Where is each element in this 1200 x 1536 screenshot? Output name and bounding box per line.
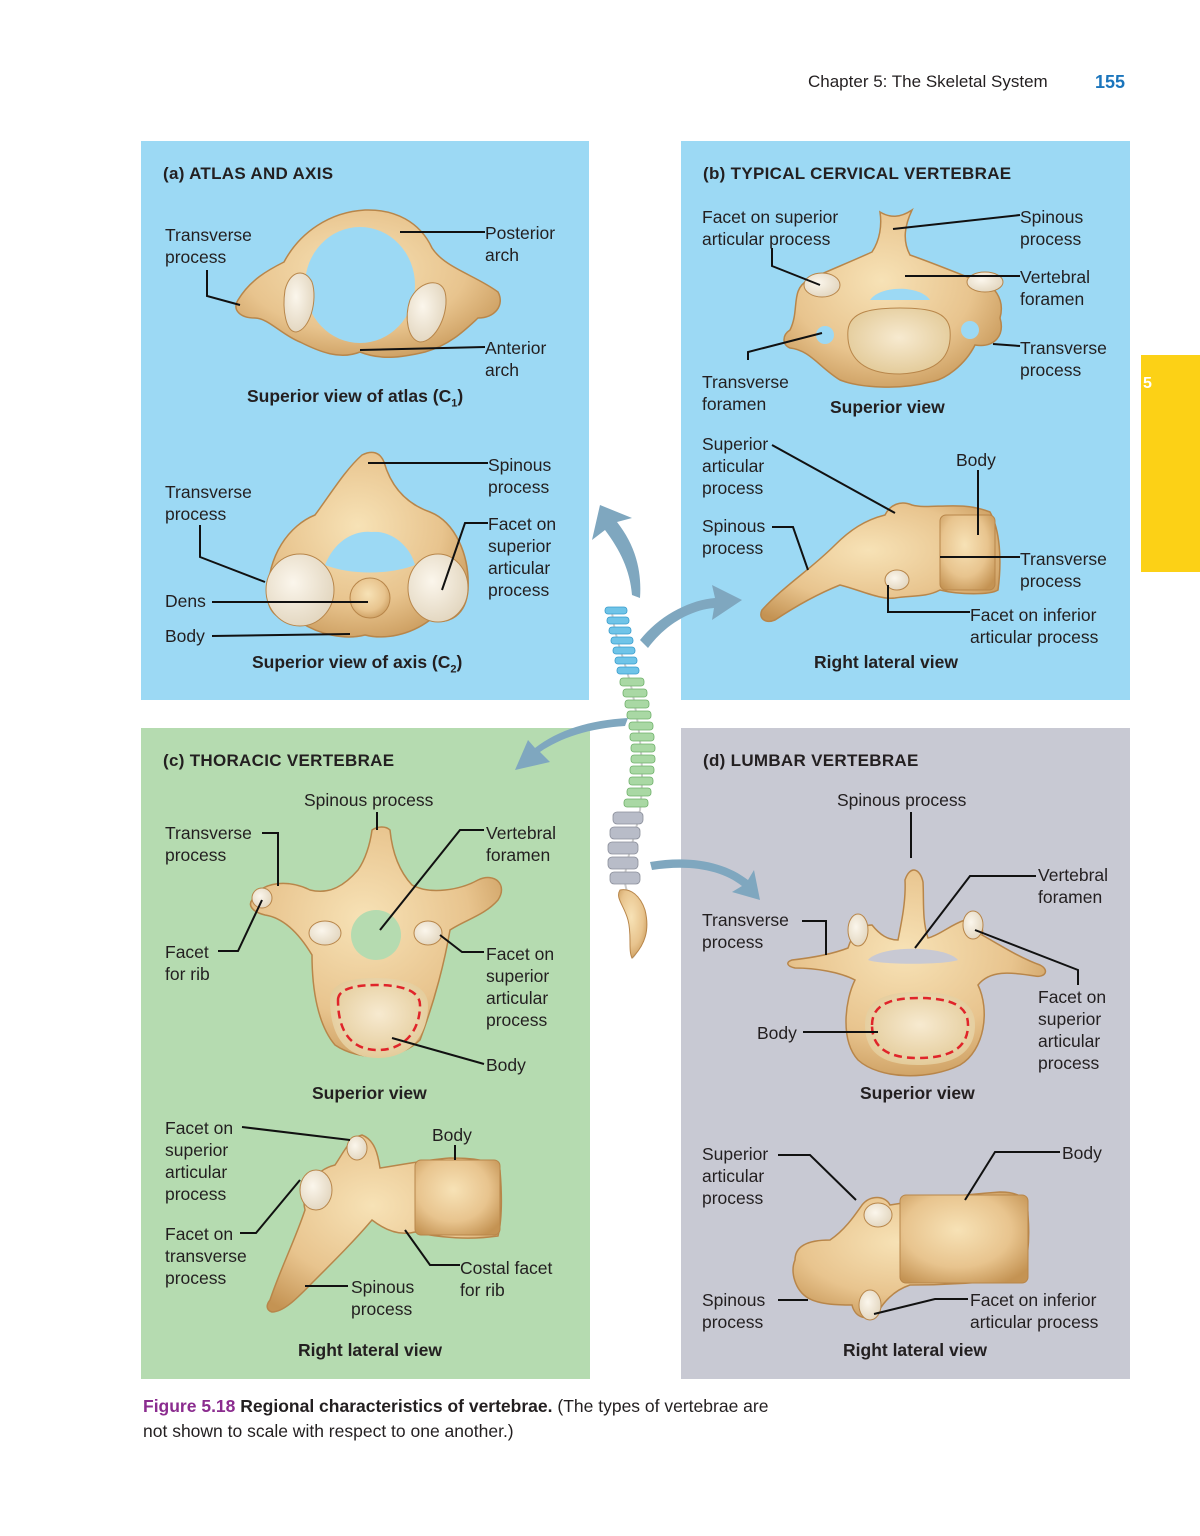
panel-b-title: (b) TYPICAL CERVICAL VERTEBRAE — [703, 164, 1012, 183]
cervical-superior-view-label: Superior view — [830, 397, 945, 417]
axis-view-label: Superior view of axis (C2) — [252, 652, 463, 676]
cervical-superior-illustration — [783, 207, 1004, 388]
panel-a-title: (a) ATLAS AND AXIS — [163, 164, 334, 183]
cervical-lat-body-label: Body — [956, 450, 996, 470]
chapter-title: Chapter 5: The Skeletal System — [808, 72, 1048, 91]
thoracic-lateral-view-label: Right lateral view — [298, 1340, 442, 1360]
axis-dens-label: Dens — [165, 591, 206, 611]
atlas-view-label: Superior view of atlas (C1) — [247, 386, 464, 410]
panel-c-title: (c) THORACIC VERTEBRAE — [163, 751, 395, 770]
axis-illustration — [265, 451, 469, 638]
lumbar-superior-view-label: Superior view — [860, 1083, 975, 1103]
figure-caption-text-2: not shown to scale with respect to one a… — [143, 1421, 514, 1441]
cervical-lateral-view-label: Right lateral view — [814, 652, 958, 672]
chapter-tab-number: 5 — [1143, 375, 1152, 392]
figure-caption: Figure 5.18 Regional characteristics of … — [143, 1396, 768, 1417]
thoracic-lat-body-label: Body — [432, 1125, 472, 1145]
page-number: 155 — [1095, 72, 1126, 92]
lumbar-superior-illustration — [787, 869, 1047, 1077]
figure-number: Figure 5.18 — [143, 1396, 236, 1416]
leader-lines — [199, 214, 1079, 1315]
figure-title: Regional characteristics of vertebrae. — [240, 1396, 553, 1416]
cervical-lateral-illustration — [760, 502, 1001, 622]
panel-d-title: (d) LUMBAR VERTEBRAE — [703, 751, 919, 770]
thoracic-superior-view-label: Superior view — [312, 1083, 427, 1103]
atlas-illustration — [235, 209, 501, 359]
thoracic-lateral-illustration — [266, 1134, 503, 1313]
figure-caption-text-1: (The types of vertebrae are — [557, 1396, 769, 1416]
lumbar-body-label: Body — [757, 1023, 797, 1043]
axis-body-label: Body — [165, 626, 205, 646]
lumbar-spinous-label: Spinous process — [837, 790, 967, 810]
thoracic-superior-illustration — [249, 826, 503, 1058]
chapter-tab — [1141, 355, 1200, 572]
thoracic-spinous-label: Spinous process — [304, 790, 434, 810]
thoracic-body-label: Body — [486, 1055, 526, 1075]
pointer-arrows — [515, 505, 760, 900]
lumbar-lateral-view-label: Right lateral view — [843, 1340, 987, 1360]
lumbar-lateral-illustration — [792, 1191, 1030, 1321]
spine-illustration — [604, 606, 656, 959]
lumbar-lat-body-label: Body — [1062, 1143, 1102, 1163]
